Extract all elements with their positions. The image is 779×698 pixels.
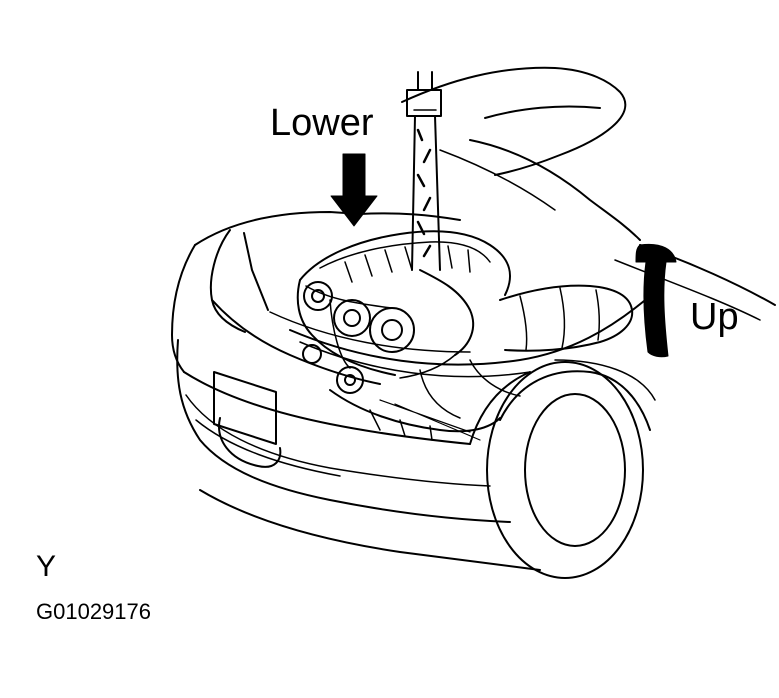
engine-assembly bbox=[269, 230, 651, 441]
lifting-chain bbox=[406, 71, 442, 271]
hood-outline bbox=[401, 66, 641, 241]
up-label: Up bbox=[690, 296, 739, 338]
figure-id: G01029176 bbox=[36, 599, 151, 624]
view-letter: Y bbox=[36, 550, 57, 583]
car-body bbox=[171, 211, 776, 571]
lower-label: Lower bbox=[270, 102, 374, 144]
front-wheel bbox=[469, 359, 656, 579]
arrow-down-icon bbox=[330, 153, 378, 227]
curved-arrow-up-icon bbox=[635, 243, 677, 358]
